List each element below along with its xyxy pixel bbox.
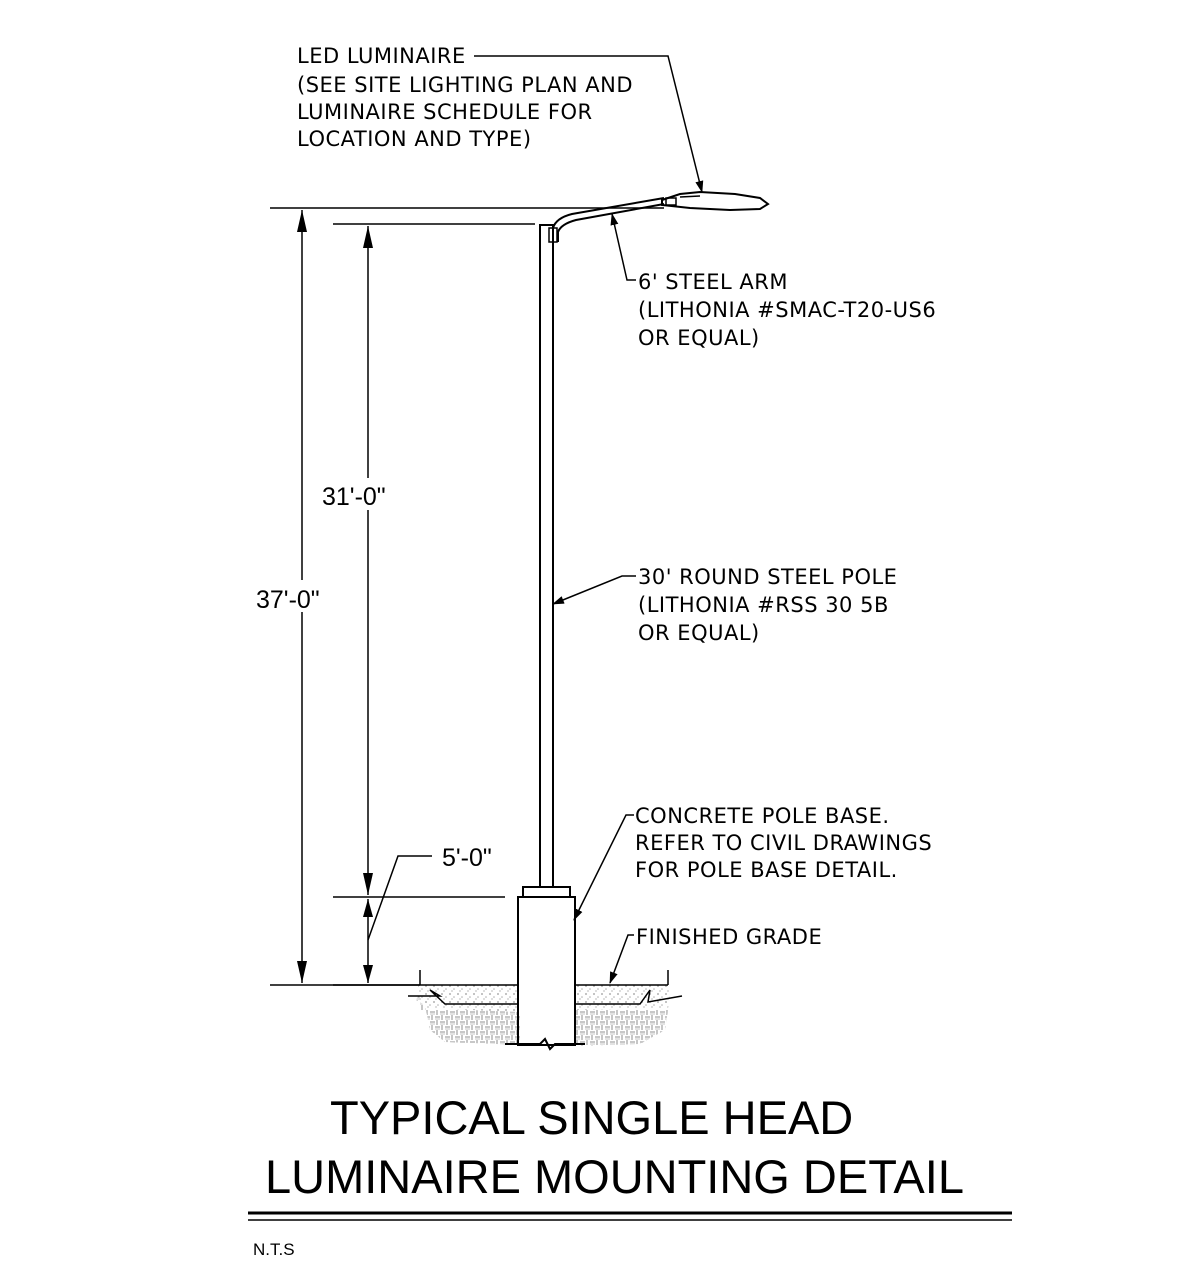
note-base-line2: REFER TO CIVIL DRAWINGS (635, 831, 932, 855)
note-luminaire-line2: (SEE SITE LIGHTING PLAN AND (297, 73, 633, 97)
note-arm: 6' STEEL ARM (LITHONIA #SMAC-T20-US6 OR … (638, 270, 936, 350)
note-base-line1: CONCRETE POLE BASE. (635, 804, 890, 828)
dimension-base-height (363, 855, 432, 983)
leader-grade (609, 934, 634, 984)
leader-pole (552, 575, 636, 605)
note-luminaire: LED LUMINAIRE (SEE SITE LIGHTING PLAN AN… (297, 44, 633, 151)
note-base: CONCRETE POLE BASE. REFER TO CIVIL DRAWI… (635, 804, 932, 882)
leader-base (573, 814, 634, 921)
base-height-label: 5'-0" (442, 844, 492, 872)
note-arm-line2: (LITHONIA #SMAC-T20-US6 (638, 298, 936, 322)
note-arm-line1: 6' STEEL ARM (638, 270, 788, 294)
leader-arm (610, 213, 636, 281)
leader-luminaire (474, 55, 704, 193)
steel-arm (548, 197, 665, 243)
note-finished-grade: FINISHED GRADE (636, 925, 822, 949)
note-base-line3: FOR POLE BASE DETAIL. (635, 858, 898, 882)
note-luminaire-line4: LOCATION AND TYPE) (297, 127, 532, 151)
note-pole-line3: OR EQUAL) (638, 621, 760, 645)
pole-height-label: 31'-0" (322, 483, 386, 511)
note-pole-line2: (LITHONIA #RSS 30 5B (638, 593, 889, 617)
note-pole-line1: 30' ROUND STEEL POLE (638, 565, 897, 589)
steel-pole (522, 224, 571, 898)
total-height-label: 37'-0" (256, 586, 320, 614)
concrete-pole-base (505, 896, 585, 1051)
scale-note: N.T.S (253, 1240, 295, 1259)
note-arm-line3: OR EQUAL) (638, 326, 760, 350)
led-luminaire-head (661, 190, 770, 212)
dimension-pole-height (333, 223, 535, 986)
title-line2: LUMINAIRE MOUNTING DETAIL (265, 1150, 964, 1203)
title-line1: TYPICAL SINGLE HEAD (330, 1091, 853, 1144)
note-luminaire-line1: LED LUMINAIRE (297, 44, 466, 68)
ground-section (270, 970, 683, 1046)
note-pole: 30' ROUND STEEL POLE (LITHONIA #RSS 30 5… (638, 565, 897, 645)
note-luminaire-line3: LUMINAIRE SCHEDULE FOR (297, 100, 593, 124)
